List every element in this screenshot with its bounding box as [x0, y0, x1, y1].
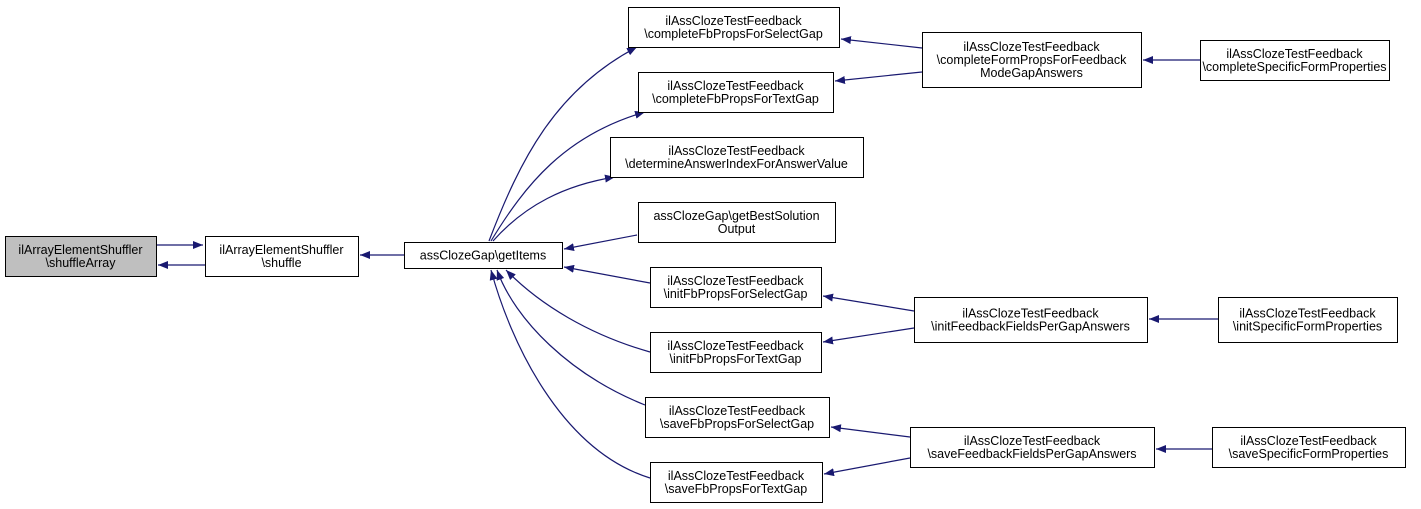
node-label: ilAssClozeTestFeedback: [665, 14, 802, 28]
node-label: ilAssClozeTestFeedback: [667, 79, 804, 93]
node-completeFbPropsForSelectGap[interactable]: ilAssClozeTestFeedback\completeFbPropsFo…: [628, 7, 840, 48]
node-box: [910, 427, 1155, 468]
node-label: ilAssClozeTestFeedback: [1239, 307, 1376, 321]
node-label: \initFbPropsForTextGap: [670, 352, 802, 366]
node-initFeedbackFieldsPerGapAnswers[interactable]: ilAssClozeTestFeedback\initFeedbackField…: [914, 297, 1148, 343]
node-label: ilAssClozeTestFeedback: [963, 40, 1100, 54]
node-label: ilAssClozeTestFeedback: [668, 144, 805, 158]
node-initSpecificFormProperties[interactable]: ilAssClozeTestFeedback\initSpecificFormP…: [1218, 297, 1398, 343]
edge-saveFbPropsForTextGap-to-saveFeedbackFieldsPerGapAnswers: [823, 457, 911, 477]
node-label: \shuffle: [261, 256, 301, 270]
node-box: [922, 32, 1142, 88]
node-box: [650, 332, 822, 373]
node-label: assClozeGap\getBestSolution: [653, 209, 819, 223]
node-label: \initFeedbackFieldsPerGapAnswers: [931, 320, 1130, 334]
node-saveFbPropsForSelectGap[interactable]: ilAssClozeTestFeedback\saveFbPropsForSel…: [645, 397, 830, 438]
node-initFbPropsForTextGap[interactable]: ilAssClozeTestFeedback\initFbPropsForTex…: [650, 332, 822, 373]
node-label: assClozeGap\getItems: [420, 249, 546, 263]
edge-getItems-to-saveFbPropsForSelectGap: [496, 269, 646, 406]
edge-getItems-to-saveFbPropsForTextGap: [489, 269, 651, 479]
node-label: ilAssClozeTestFeedback: [668, 469, 805, 483]
node-label: \determineAnswerIndexForAnswerValue: [625, 157, 848, 171]
edge-getItems-to-initFbPropsForSelectGap: [563, 264, 651, 284]
node-box: [645, 397, 830, 438]
node-box: [1200, 40, 1390, 81]
node-label: \shuffleArray: [46, 256, 117, 270]
node-label: ilAssClozeTestFeedback: [1240, 434, 1377, 448]
node-box: [638, 72, 834, 113]
node-determineAnswerIndexForAnswerValue[interactable]: ilAssClozeTestFeedback\determineAnswerIn…: [610, 137, 864, 178]
node-label: ilAssClozeTestFeedback: [962, 307, 1099, 321]
node-box: [404, 242, 563, 269]
node-saveFeedbackFieldsPerGapAnswers[interactable]: ilAssClozeTestFeedback\saveFeedbackField…: [910, 427, 1155, 468]
node-completeFbPropsForTextGap[interactable]: ilAssClozeTestFeedback\completeFbPropsFo…: [638, 72, 834, 113]
node-label: ilArrayElementShuffler: [18, 243, 142, 257]
edge-getItems-to-completeFbPropsForSelectGap: [488, 46, 638, 242]
node-label: ilAssClozeTestFeedback: [669, 404, 806, 418]
node-box: [650, 267, 822, 308]
node-label: \initSpecificFormProperties: [1233, 320, 1382, 334]
edges-layer: [157, 36, 1218, 479]
node-saveSpecificFormProperties[interactable]: ilAssClozeTestFeedback\saveSpecificFormP…: [1212, 427, 1406, 468]
node-label: ilAssClozeTestFeedback: [1226, 47, 1363, 61]
node-completeFormPropsForFeedbackModeGapAnswers[interactable]: ilAssClozeTestFeedback\completeFormProps…: [922, 32, 1142, 88]
edge-initFbPropsForTextGap-to-initFeedbackFieldsPerGapAnswers: [822, 327, 915, 345]
node-saveFbPropsForTextGap[interactable]: ilAssClozeTestFeedback\saveFbPropsForTex…: [650, 462, 823, 503]
node-label: ilAssClozeTestFeedback: [667, 274, 804, 288]
edge-getItems-to-completeFbPropsForTextGap: [490, 110, 646, 242]
node-box: [610, 137, 864, 178]
node-box: [628, 7, 840, 48]
node-box: [638, 202, 836, 243]
node-label: \saveFeedbackFieldsPerGapAnswers: [927, 447, 1136, 461]
node-label: ModeGapAnswers: [980, 66, 1083, 80]
node-shuffleArray[interactable]: ilArrayElementShuffler\shuffleArray: [5, 236, 157, 277]
edge-completeFbPropsForSelectGap-to-completeFormPropsForFeedbackModeGapAnswers: [840, 36, 923, 49]
edge-getItems-to-initFbPropsForTextGap: [505, 269, 651, 353]
node-box: [5, 236, 157, 277]
edge-initFbPropsForSelectGap-to-initFeedbackFieldsPerGapAnswers: [822, 293, 915, 312]
nodes-layer: ilArrayElementShuffler\shuffleArrayilArr…: [5, 7, 1406, 503]
node-label: ilAssClozeTestFeedback: [667, 339, 804, 353]
edge-getItems-to-determineAnswerIndexForAnswerValue: [492, 174, 616, 242]
node-getItems[interactable]: assClozeGap\getItems: [404, 242, 563, 269]
node-label: \completeFormPropsForFeedback: [937, 53, 1127, 67]
node-label: \saveFbPropsForTextGap: [665, 482, 807, 496]
node-label: \saveFbPropsForSelectGap: [660, 417, 814, 431]
node-label: \completeSpecificFormProperties: [1202, 60, 1386, 74]
edge-getItems-to-getBestSolutionOutput: [563, 234, 638, 252]
node-box: [650, 462, 823, 503]
node-label: ilAssClozeTestFeedback: [964, 434, 1101, 448]
node-shuffle[interactable]: ilArrayElementShuffler\shuffle: [205, 236, 359, 277]
edge-saveFbPropsForSelectGap-to-saveFeedbackFieldsPerGapAnswers: [830, 424, 911, 438]
node-completeSpecificFormProperties[interactable]: ilAssClozeTestFeedback\completeSpecificF…: [1200, 40, 1390, 81]
node-label: ilArrayElementShuffler: [219, 243, 343, 257]
node-label: \completeFbPropsForTextGap: [652, 92, 819, 106]
node-box: [205, 236, 359, 277]
node-box: [1212, 427, 1406, 468]
node-box: [914, 297, 1148, 343]
node-label: \completeFbPropsForSelectGap: [644, 27, 823, 41]
node-label: \initFbPropsForSelectGap: [664, 287, 808, 301]
edge-completeFbPropsForTextGap-to-completeFormPropsForFeedbackModeGapAnswers: [834, 71, 923, 84]
node-box: [1218, 297, 1398, 343]
node-label: \saveSpecificFormProperties: [1229, 447, 1389, 461]
node-initFbPropsForSelectGap[interactable]: ilAssClozeTestFeedback\initFbPropsForSel…: [650, 267, 822, 308]
node-label: Output: [718, 222, 756, 236]
